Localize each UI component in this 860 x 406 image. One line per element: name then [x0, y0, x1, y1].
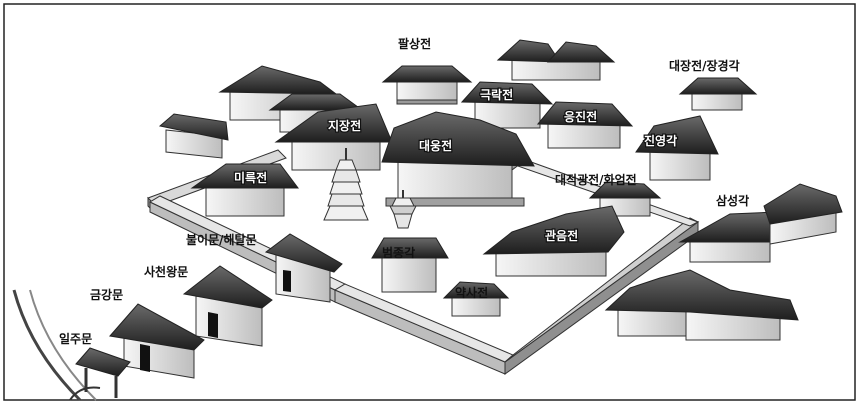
- approach-path: [12, 289, 82, 402]
- building-iljumun: [75, 347, 131, 398]
- building-burimun: [264, 233, 343, 303]
- building-yaksajeon: [442, 281, 510, 317]
- label-geumgangmun: 금강문: [90, 288, 123, 302]
- building-eungjinjeon: [536, 101, 634, 149]
- label-daejeokgwangjeon: 대적광전/화엄전: [555, 172, 637, 187]
- label-samseonggak: 삼성각: [716, 193, 749, 208]
- building-samseonggak: [678, 183, 843, 263]
- building-top-twin: [496, 39, 616, 81]
- stone-lantern: [389, 190, 417, 229]
- pagoda: [323, 148, 369, 221]
- label-jijangjeon: 지장전: [328, 118, 361, 133]
- building-palsangjeon: [381, 65, 473, 105]
- building-beomjonggak: [371, 237, 449, 293]
- building-daejangjeon: [678, 77, 758, 111]
- label-yaksajeon: 약사전: [455, 285, 488, 300]
- label-daejangjeon: 대장전/장경각: [669, 58, 740, 73]
- building-sacheonwangmun: [182, 265, 273, 347]
- building-mireukjeon: [190, 163, 299, 217]
- building-jinyeonggak: [635, 115, 719, 181]
- building-daeungjeon: [381, 111, 535, 207]
- label-iljumun: 일주문: [59, 332, 92, 346]
- label-sacheonwangmun: 사천왕문: [144, 264, 188, 279]
- label-burimun: 불이문/해탈문: [186, 232, 257, 247]
- label-geungnakjeon: 극락전: [480, 87, 513, 102]
- building-geumgangmun: [109, 303, 205, 379]
- label-eungjinjeon: 응진전: [564, 109, 597, 124]
- label-beomjonggak: 범종각: [382, 245, 415, 260]
- label-palsangjeon: 팔상전: [398, 36, 431, 51]
- gate-curve: [69, 386, 101, 401]
- label-mireukjeon: 미륵전: [234, 170, 267, 185]
- label-jinyeonggak: 진영각: [644, 133, 677, 148]
- building-jijangjeon: [274, 103, 393, 171]
- label-gwaneumjeon: 관음전: [545, 228, 578, 243]
- building-bottom-right: [604, 269, 799, 341]
- building-gwaneumjeon: [482, 205, 625, 277]
- label-daeungjeon: 대웅전: [419, 138, 452, 153]
- frame-border: [3, 3, 856, 401]
- building-small-left: [158, 113, 229, 159]
